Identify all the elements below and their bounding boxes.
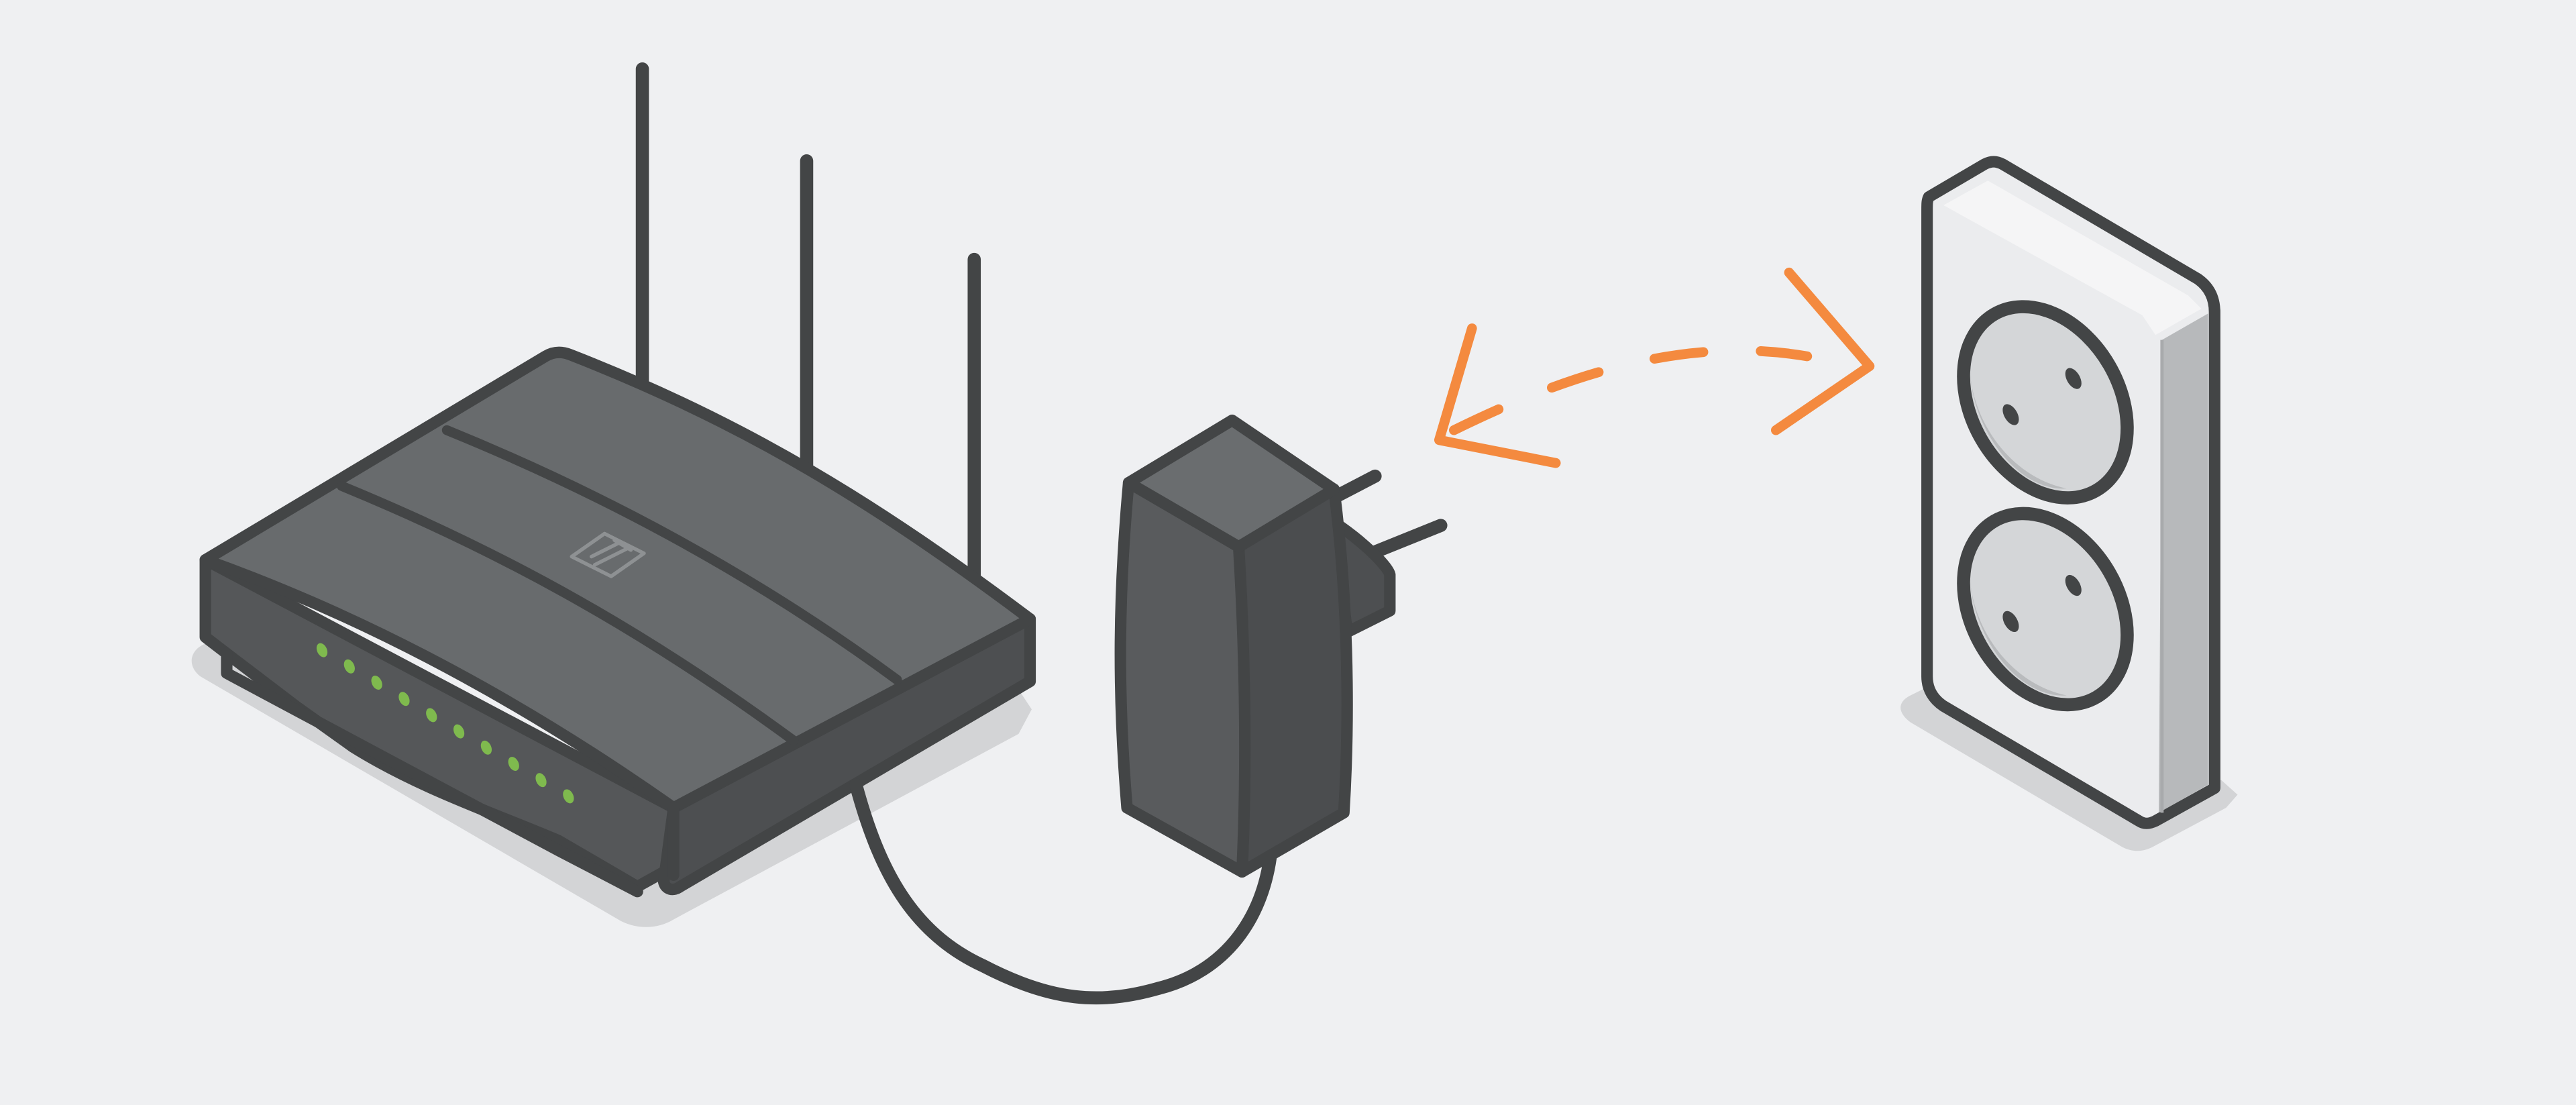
outlet-side-panel [2158,313,2208,813]
router-led [480,740,492,755]
router-logo [570,531,646,578]
router-leds [316,643,574,804]
arrow-dashed-path [1449,346,1813,435]
router-bottom-foot [221,647,643,898]
socket-top [1957,300,2134,505]
adapter-right-face [1232,483,1353,878]
router-led [316,643,328,657]
socket-bottom-pin-left [2002,611,2019,632]
power-cable [849,778,1279,1005]
arrow-head-outlet [1771,267,1875,435]
router-led [453,724,465,739]
arrow-head-adapter [1434,323,1561,468]
socket-bottom-pin-right [2065,574,2082,596]
router-led [535,773,547,788]
outlet-top [1943,180,2202,335]
plug-in-arrow-icon [1434,267,1875,468]
socket-top-pin-left [2002,404,2019,425]
socket-bottom [1957,507,2134,712]
router-antennas [635,62,981,601]
router-led [426,708,437,723]
router-groove-back [441,425,902,685]
socket-top-pin-right [2065,368,2082,389]
adapter-left-face [1114,476,1251,878]
router-groove-front [337,481,799,746]
router-led [343,659,355,674]
adapter-prong-top [1327,469,1382,505]
router-led [508,757,519,771]
power-adapter [1114,414,1448,878]
wall-outlet [1900,156,2238,851]
router-led [398,692,410,706]
adapter-top-face [1122,414,1340,553]
router-led [563,789,574,804]
router [191,62,1036,927]
router-front-side [657,613,1036,896]
router-led [371,676,382,690]
router-top [199,346,1036,814]
